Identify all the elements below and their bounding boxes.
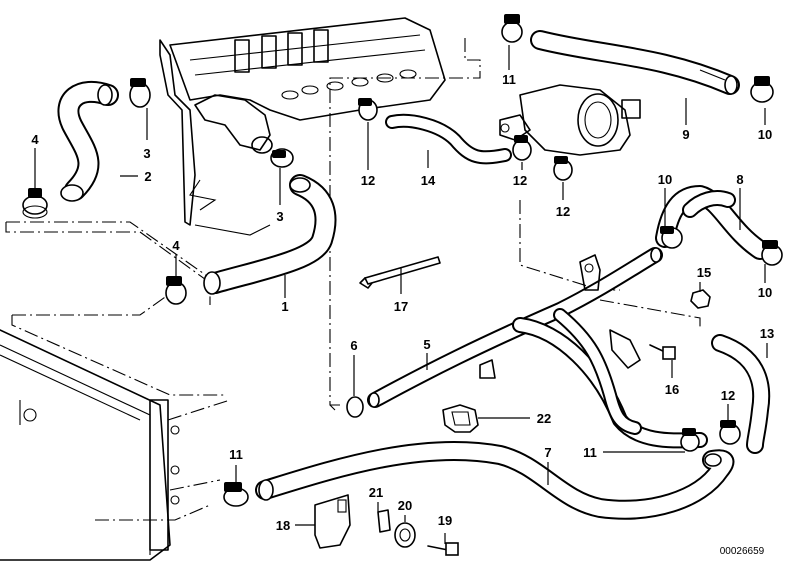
callout-10-right: 10	[758, 285, 772, 300]
callout-20: 20	[398, 498, 412, 513]
callout-10-middle: 10	[658, 172, 672, 187]
callout-4-lower: 4	[172, 238, 180, 253]
clamp-11-top	[501, 14, 523, 43]
callout-15: 15	[697, 265, 711, 280]
callout-21: 21	[369, 485, 383, 500]
clamp-10-middle	[660, 226, 683, 249]
hose-9	[530, 30, 740, 95]
hose-1	[203, 174, 337, 295]
callout-3-lower: 3	[276, 209, 283, 224]
clamp-4-lower	[165, 276, 187, 305]
seal-ring-6	[346, 396, 364, 418]
grommet-20	[394, 522, 416, 548]
callout-9: 9	[682, 127, 689, 142]
callout-1: 1	[281, 299, 288, 314]
clamp-12-throttle-b	[553, 156, 573, 181]
callout-18: 18	[276, 518, 290, 533]
clamp-10-right	[761, 240, 783, 266]
hose-clamps	[22, 14, 783, 507]
intake-manifold	[159, 17, 446, 236]
hose-7	[255, 440, 735, 520]
bracket-18	[314, 494, 351, 549]
clamp-11-lower	[223, 482, 249, 507]
callout-13: 13	[760, 326, 774, 341]
leader-lines	[34, 45, 768, 544]
callout-17: 17	[394, 299, 408, 314]
clamp-3-lower	[270, 148, 294, 168]
hose-2	[57, 80, 119, 202]
callout-22: 22	[537, 411, 551, 426]
callout-11-top: 11	[502, 72, 516, 87]
callout-4-upper: 4	[31, 132, 39, 147]
bolt-16	[649, 344, 676, 360]
nut-15	[690, 289, 711, 309]
callout-19: 19	[438, 513, 452, 528]
throttle-body	[499, 84, 641, 156]
cable-tie-17	[359, 256, 441, 289]
callout-12-throttle-b: 12	[556, 204, 570, 219]
callout-7: 7	[544, 445, 551, 460]
clamp-10-top	[750, 76, 774, 103]
callout-16: 16	[665, 382, 679, 397]
callout-5: 5	[423, 337, 430, 352]
clamp-11-right	[680, 428, 700, 452]
callout-10-top: 10	[758, 127, 772, 142]
screw-19	[427, 542, 459, 556]
clamp-12-throttle-a	[512, 135, 532, 161]
callout-14: 14	[421, 173, 436, 188]
clamp-12-manifold	[358, 98, 378, 121]
clip-22	[442, 404, 479, 433]
hose-13	[711, 334, 771, 454]
hose-8	[655, 185, 770, 260]
callout-2: 2	[144, 169, 151, 184]
clip-21	[377, 509, 391, 533]
callout-8: 8	[736, 172, 743, 187]
radiator	[0, 329, 180, 561]
callout-12-manifold: 12	[361, 173, 375, 188]
small-parts	[314, 256, 711, 556]
callout-3-upper: 3	[143, 146, 150, 161]
clamp-3-top	[129, 78, 151, 108]
hose-14	[385, 113, 512, 165]
callout-12-throttle-a: 12	[513, 173, 527, 188]
callout-11-right: 11	[583, 445, 597, 460]
figure-id: 00026659	[720, 546, 765, 557]
callout-labels: 1 2 3 3 4 4 5 6 7 8 9 10 10 10 11 11 11 …	[31, 72, 774, 533]
clamp-12-right	[719, 420, 741, 445]
callout-6: 6	[350, 338, 357, 353]
callout-12-right: 12	[721, 388, 735, 403]
callout-11-lower: 11	[229, 447, 243, 462]
pipe-5	[367, 247, 708, 449]
